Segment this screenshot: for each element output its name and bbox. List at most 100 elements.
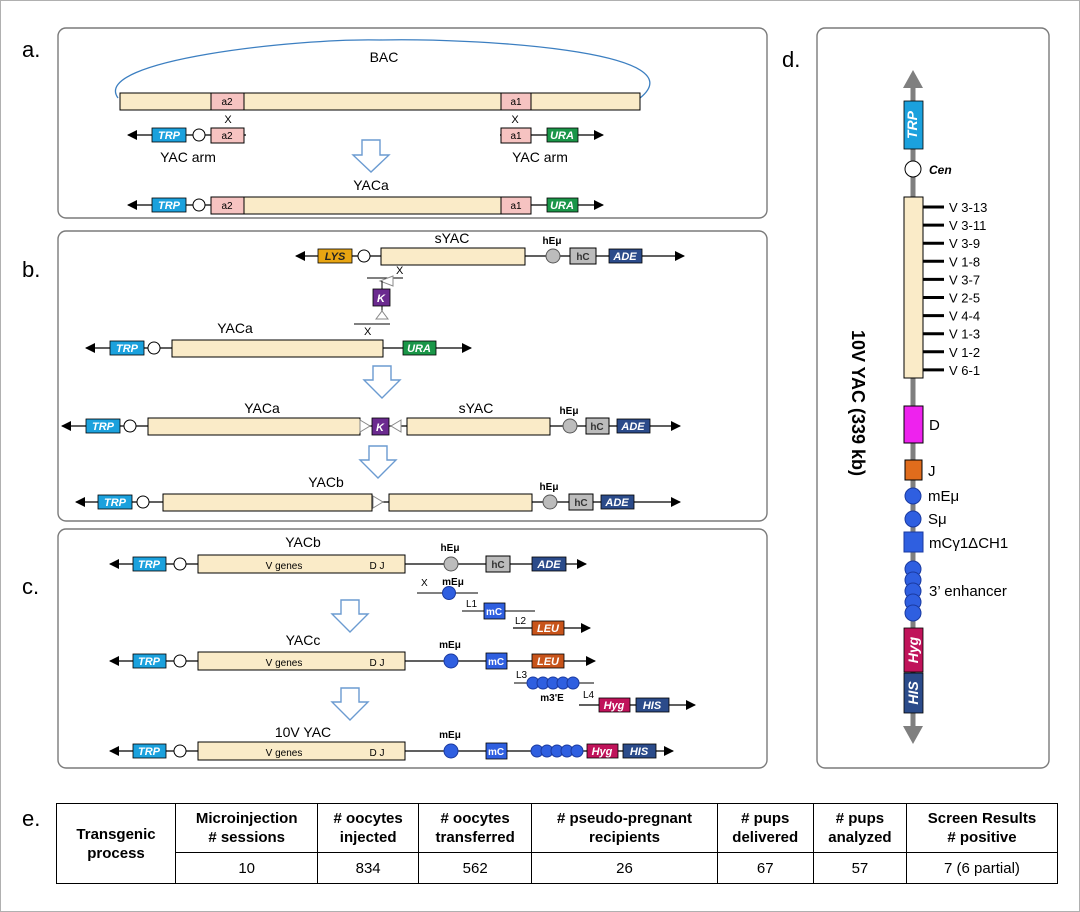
- step-arrow-c2: [330, 687, 370, 721]
- hyg-marker: [903, 627, 924, 673]
- yaca-label: YACa: [217, 320, 253, 336]
- panel-c: YACb TRP V genes D J hEμ hC ADE X mEμ L1…: [109, 534, 696, 761]
- panel-a: BAC a2 a1 X X TRP a2 YAC arm a1 URA YAC …: [114, 39, 651, 215]
- hc-label: hC: [491, 560, 504, 571]
- lys-label: LYS: [325, 251, 346, 263]
- k-label: K: [376, 422, 385, 434]
- mc-label: mC: [488, 657, 504, 668]
- hyg-label: Hyg: [592, 746, 613, 758]
- panel-d-title: 10V YAC (339 kb): [848, 330, 868, 476]
- bac-loop: [114, 39, 651, 99]
- trp-label: TRP: [116, 343, 139, 355]
- trp-marker: [132, 653, 167, 669]
- panel-d-box: [816, 27, 1050, 769]
- mcg-label: mCγ1ΔCH1: [929, 535, 1008, 552]
- switch-mu: [904, 510, 922, 528]
- bac-insert: [119, 92, 641, 111]
- memu-enhancer: [443, 653, 459, 669]
- v-gene-label: V 3-13: [949, 200, 987, 215]
- trp-marker: [903, 100, 924, 150]
- mc-segment: [485, 652, 508, 670]
- memu-label: mEμ: [439, 730, 461, 741]
- header-line: recipients: [589, 829, 660, 846]
- panel-d-label: d.: [782, 47, 800, 72]
- memu-enhancer: [442, 586, 456, 600]
- yaca-a1: [500, 196, 532, 215]
- row-header-cell: Transgenic process: [56, 803, 176, 884]
- value-cell: 7 (6 partial): [905, 852, 1059, 884]
- hemu-enhancer: [443, 556, 459, 572]
- hc-segment: [585, 417, 610, 435]
- centromere: [192, 128, 206, 142]
- yacc-label: YACc: [286, 632, 321, 648]
- leu-label: LEU: [537, 656, 560, 668]
- value-cell: 10: [174, 852, 319, 884]
- row-header: Transgenic process: [76, 825, 156, 862]
- ade-marker: [616, 418, 651, 434]
- step-arrow-b2: [358, 445, 398, 479]
- trp-label: TRP: [138, 656, 161, 668]
- v-gene-label: V 3-7: [949, 272, 980, 287]
- trp-marker: [132, 743, 167, 759]
- yacb-insert: [197, 554, 406, 574]
- header-line: # pups: [835, 810, 885, 827]
- crossover-upper: X: [396, 265, 404, 277]
- l1-label: L1: [466, 599, 478, 610]
- j-segment: [904, 459, 923, 481]
- yac10v-label: 10V YAC: [275, 724, 331, 740]
- v-gene-ticks: V 3-13V 3-11V 3-9V 1-8V 3-7V 2-5V 4-4V 1…: [923, 200, 987, 378]
- trp-label: TRP: [904, 110, 920, 139]
- header-line: # sessions: [208, 829, 286, 846]
- v-genes-label: V genes: [266, 748, 303, 759]
- 3prime-enhancer-cluster: [904, 560, 922, 622]
- value-cell: 57: [812, 852, 907, 884]
- yacb-label: YACb: [285, 534, 321, 550]
- trp-label: TRP: [92, 421, 115, 433]
- his-label: HIS: [630, 746, 649, 758]
- centromere: [123, 419, 137, 433]
- leu-marker: [531, 620, 565, 636]
- value-cell: 562: [417, 852, 533, 884]
- yac-arm-right-label: YAC arm: [512, 149, 568, 165]
- ura-marker: [546, 197, 579, 213]
- centromere: [173, 654, 187, 668]
- trp-label: TRP: [138, 559, 161, 571]
- ade-label: ADE: [536, 559, 561, 571]
- trp-marker: [151, 127, 187, 143]
- header-line: delivered: [732, 829, 799, 846]
- hemu-label: hEμ: [560, 406, 579, 417]
- syac-insert: [380, 247, 526, 266]
- v-gene-label: V 3-9: [949, 236, 980, 251]
- hyg-label: Hyg: [604, 700, 625, 712]
- yaca-label: YACa: [353, 177, 389, 193]
- hyg-marker: [586, 743, 619, 759]
- v-gene-label: V 3-11: [949, 218, 986, 233]
- yaca-a2: [210, 196, 245, 215]
- yac10v-insert: [197, 741, 406, 761]
- v-gene-label: V 6-1: [949, 363, 980, 378]
- k-cassette: [371, 417, 390, 436]
- table-value-row: 10 834 562 26 67 57 7 (6 partial): [57, 852, 1059, 884]
- trp-label: TRP: [158, 130, 181, 142]
- d-label: D: [929, 417, 940, 434]
- header-line: Screen Results: [927, 810, 1037, 827]
- memu-enhancer: [443, 743, 459, 759]
- panel-b-box: [57, 230, 768, 522]
- yaca-label: YACa: [244, 400, 280, 416]
- memu-label: mEμ: [439, 640, 461, 651]
- ade-label: ADE: [612, 251, 637, 263]
- ura-label: URA: [407, 343, 431, 355]
- v-genes-label: V genes: [266, 658, 303, 669]
- trp-marker: [109, 340, 145, 356]
- crossover-right: X: [511, 114, 519, 126]
- yaca-a1-label: a1: [510, 201, 522, 212]
- arm-a1-label: a1: [510, 131, 522, 142]
- his-marker: [635, 697, 670, 713]
- v-gene-label: V 2-5: [949, 291, 980, 306]
- trp-marker: [151, 197, 187, 213]
- mc-label: mC: [486, 607, 502, 618]
- yacb-label: YACb: [308, 474, 344, 490]
- mc-segment: [483, 602, 506, 620]
